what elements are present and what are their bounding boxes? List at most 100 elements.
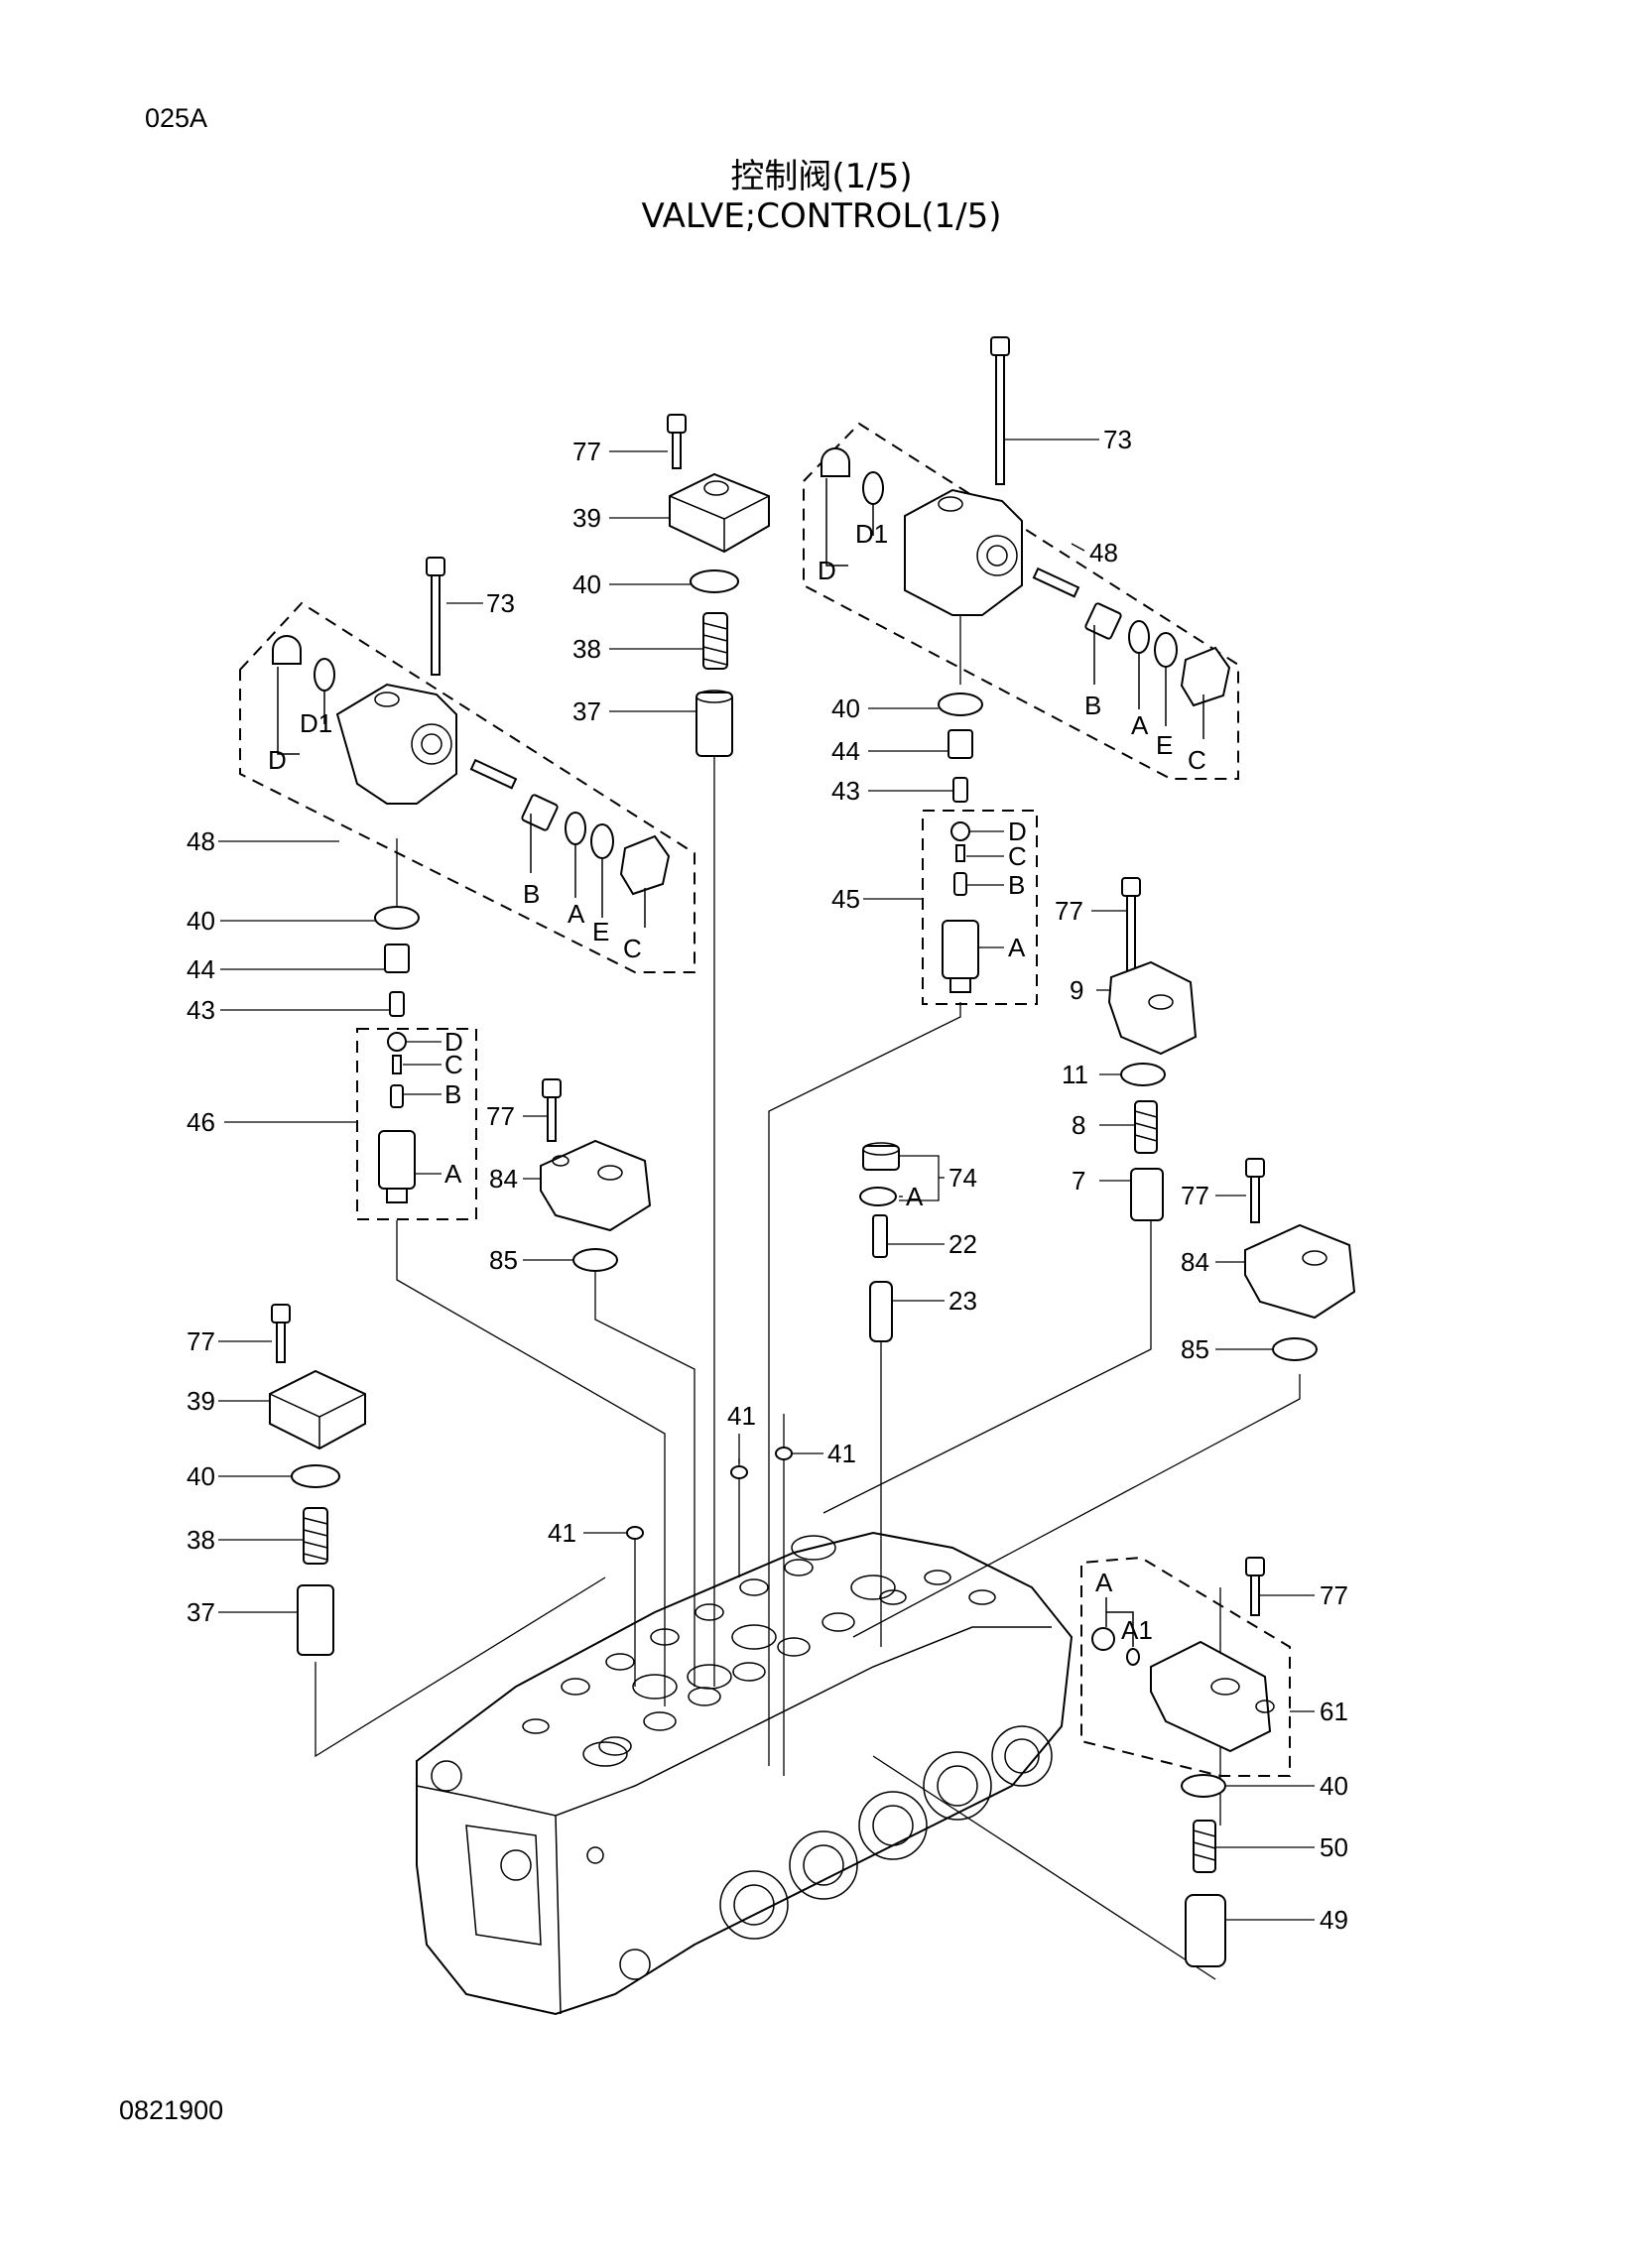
callout-48-right: 48 bbox=[1089, 538, 1118, 567]
part-77-screw-lower-right bbox=[1245, 1557, 1265, 1616]
part-43-spring-right bbox=[952, 777, 968, 803]
callout-40-lower-left: 40 bbox=[187, 1461, 215, 1491]
part-84-cover-right bbox=[1244, 1223, 1356, 1320]
part-44-poppet-right bbox=[948, 729, 973, 759]
title-english: VALVE;CONTROL(1/5) bbox=[641, 196, 1002, 236]
callout-22: 22 bbox=[948, 1229, 977, 1259]
part-41-oring-3 bbox=[626, 1526, 644, 1540]
callout-44-right: 44 bbox=[831, 736, 860, 766]
callout-84-left: 84 bbox=[489, 1164, 518, 1194]
group-box-61 bbox=[1080, 1556, 1291, 1777]
part-49-spool bbox=[1185, 1894, 1226, 1967]
callout-11: 11 bbox=[1062, 1060, 1088, 1089]
part-74-oring bbox=[859, 1187, 897, 1206]
part-73-bolt-left bbox=[426, 557, 445, 676]
part-77-screw-right-upper bbox=[1121, 877, 1141, 972]
callout-77-lower-left: 77 bbox=[187, 1326, 215, 1356]
callout-50: 50 bbox=[1320, 1832, 1348, 1862]
group-box-46 bbox=[356, 1028, 477, 1220]
label-e-right: E bbox=[1156, 730, 1173, 760]
label-b-46: B bbox=[444, 1079, 461, 1109]
figure-number: 0821900 bbox=[119, 2095, 224, 2125]
label-a-46: A bbox=[444, 1159, 462, 1189]
part-61-plug-a bbox=[1091, 1597, 1140, 1666]
part-40-oring-center bbox=[690, 569, 739, 593]
callout-40-right: 40 bbox=[831, 693, 860, 723]
callout-77-mid-left: 77 bbox=[486, 1101, 515, 1131]
group-box-48-left bbox=[239, 601, 695, 973]
label-a1-61: A1 bbox=[1121, 1615, 1153, 1645]
label-d-left: D bbox=[268, 745, 287, 775]
callout-37-lower-left: 37 bbox=[187, 1597, 215, 1627]
label-a-74: A bbox=[906, 1182, 924, 1211]
group-box-48-right bbox=[803, 422, 1239, 780]
label-b-45: B bbox=[1008, 870, 1025, 900]
callout-7: 7 bbox=[1072, 1166, 1085, 1196]
part-37-plug-lower-left bbox=[297, 1584, 334, 1656]
part-40-oring-right bbox=[938, 693, 983, 716]
callout-44-left: 44 bbox=[187, 954, 215, 984]
callout-40-center: 40 bbox=[572, 569, 601, 599]
callout-84-right: 84 bbox=[1181, 1247, 1209, 1277]
part-43-spring-left bbox=[389, 991, 405, 1017]
label-d1-right: D1 bbox=[855, 519, 888, 549]
part-9-cover bbox=[1107, 960, 1198, 1056]
callout-43-right: 43 bbox=[831, 776, 860, 806]
callout-23: 23 bbox=[948, 1286, 977, 1316]
label-c-46: C bbox=[444, 1050, 463, 1079]
part-77-screw-lower-left bbox=[271, 1304, 291, 1363]
callout-8: 8 bbox=[1072, 1110, 1085, 1140]
part-37-plug-center bbox=[695, 690, 733, 757]
callout-45: 45 bbox=[831, 884, 860, 914]
label-d-right: D bbox=[818, 556, 836, 585]
callout-77-right-upper: 77 bbox=[1055, 896, 1083, 926]
callout-37-center: 37 bbox=[572, 696, 601, 726]
part-85-oring-left bbox=[572, 1248, 618, 1272]
part-40-oring-left bbox=[374, 906, 420, 930]
callout-48-left: 48 bbox=[187, 826, 215, 856]
part-7-plug bbox=[1130, 1168, 1164, 1221]
callout-77-lower-right: 77 bbox=[1320, 1580, 1348, 1610]
callout-38-center: 38 bbox=[572, 634, 601, 664]
part-22-spring bbox=[872, 1214, 888, 1258]
part-61-cover bbox=[1150, 1640, 1275, 1753]
label-b-left: B bbox=[523, 879, 540, 909]
callout-77-center: 77 bbox=[572, 437, 601, 466]
part-8-spring bbox=[1134, 1100, 1158, 1154]
part-39-cover-center bbox=[669, 472, 770, 554]
callout-61: 61 bbox=[1320, 1697, 1348, 1726]
label-a-right: A bbox=[1131, 710, 1149, 740]
callout-41-a: 41 bbox=[727, 1401, 756, 1431]
label-a-61: A bbox=[1095, 1568, 1113, 1597]
callout-41-b: 41 bbox=[827, 1439, 856, 1468]
callout-77-right: 77 bbox=[1181, 1181, 1209, 1210]
callout-38-lower-left: 38 bbox=[187, 1525, 215, 1555]
group-box-45 bbox=[922, 810, 1038, 1005]
valve-body bbox=[416, 1531, 1074, 2016]
part-77-screw-mid-left bbox=[542, 1078, 562, 1142]
part-73-bolt-right bbox=[990, 336, 1010, 485]
part-45-cartridge-right bbox=[942, 821, 979, 993]
part-74-plug bbox=[862, 1142, 900, 1171]
part-46-cartridge-left bbox=[378, 1032, 416, 1203]
part-40-oring-lower-right bbox=[1181, 1774, 1226, 1798]
part-41-oring-2 bbox=[775, 1447, 793, 1460]
part-84-cover-left bbox=[540, 1139, 652, 1232]
part-41-oring-1 bbox=[730, 1465, 748, 1479]
part-48-block-right bbox=[821, 447, 1231, 739]
part-39-cover-lower-left bbox=[269, 1369, 366, 1450]
callout-46: 46 bbox=[187, 1107, 215, 1137]
callout-39-center: 39 bbox=[572, 503, 601, 533]
part-38-spring-center bbox=[702, 612, 728, 670]
label-c-right: C bbox=[1188, 745, 1206, 775]
callout-73-right: 73 bbox=[1103, 425, 1132, 454]
callout-85-left: 85 bbox=[489, 1245, 518, 1275]
part-77-screw-center bbox=[667, 414, 687, 469]
part-50-spring bbox=[1193, 1820, 1216, 1873]
label-c-left: C bbox=[623, 934, 642, 963]
part-38-spring-lower-left bbox=[303, 1507, 328, 1565]
part-40-oring-lower-left bbox=[291, 1464, 340, 1488]
callout-40-left: 40 bbox=[187, 906, 215, 936]
